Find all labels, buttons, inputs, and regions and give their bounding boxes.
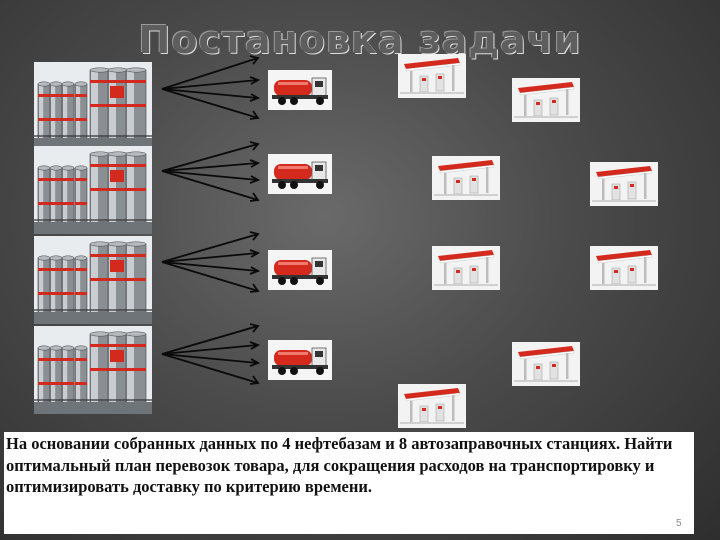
gas-station-image [398,384,466,428]
arrow-group-3 [161,231,261,293]
gas-station-image [512,342,580,386]
gas-station-image [512,78,580,122]
slide-title: Постановка задачи [138,18,582,62]
fuel-truck-image [268,340,332,380]
gas-station-image [432,246,500,290]
arrow-group-2 [161,141,261,202]
oil-depot-image [34,62,152,150]
page-number: 5 [676,518,682,529]
gas-station-image [590,246,658,290]
fuel-truck-image [268,70,332,110]
gas-station-image [432,156,500,200]
gas-station-image [590,162,658,206]
oil-depot-image [34,236,152,324]
task-description: На основании собранных данных по 4 нефте… [6,434,673,496]
oil-depot-image [34,146,152,234]
gas-station-image [398,54,466,98]
fuel-truck-image [268,250,332,290]
fuel-truck-image [268,154,332,194]
task-description-box: На основании собранных данных по 4 нефте… [4,432,694,534]
oil-depot-image [34,326,152,414]
arrow-group-1 [161,55,261,120]
arrow-group-4 [161,323,261,385]
